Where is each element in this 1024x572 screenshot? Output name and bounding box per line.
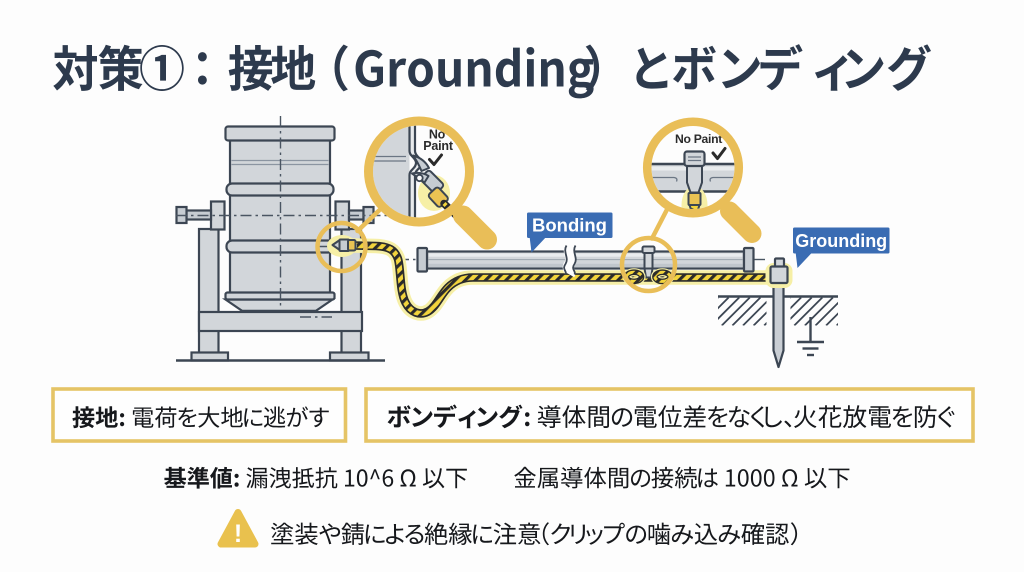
earth [718, 295, 838, 357]
hatch-line [718, 297, 740, 320]
lens-ring-right [642, 117, 744, 218]
hatch-line [790, 297, 802, 310]
earth-ground-symbol [797, 317, 824, 357]
hatch-line [790, 297, 813, 320]
lens-ring-left [364, 116, 474, 227]
hatch-line [836, 322, 838, 326]
no-paint-note-line2: Paint [423, 139, 454, 153]
hatch-line [814, 301, 838, 326]
drum-clip [327, 235, 357, 257]
hatch-line [731, 297, 762, 326]
drum-clip-sleeve [347, 239, 357, 252]
grounding-tag-label: Grounding [795, 231, 887, 251]
criteria-1-bold-glyphs [164, 466, 239, 489]
grounding-tag: Grounding [793, 227, 890, 268]
bonding-cable [346, 238, 775, 321]
callout-connector-right [649, 208, 669, 241]
magnifier-pipe-clamp: No Paint [642, 117, 762, 243]
stand-post-left [197, 227, 220, 355]
pipe-break-mask [562, 242, 577, 278]
lens-clip-pivot [415, 173, 424, 183]
definition-box-grounding [51, 387, 348, 443]
highlight-ring-pipe-clamp [619, 235, 678, 294]
lens-clamp-body [686, 165, 703, 194]
stand-crossbar [197, 310, 364, 333]
lens-content-drum-clip [373, 125, 450, 218]
def-bonding-regular-glyphs [537, 405, 955, 428]
check-icon-left [428, 153, 443, 166]
ground-rod [772, 281, 785, 369]
hatch-line [721, 297, 751, 326]
lens-pipe-line-right [709, 176, 735, 182]
lens-clip-upper-jaw [412, 154, 430, 172]
ground-rod-assembly [765, 257, 793, 369]
criteria-2-regular-glyphs [514, 466, 850, 489]
criteria-line [164, 466, 850, 489]
pipe-flange-left [416, 246, 429, 273]
pipe-break-line-left [563, 245, 568, 275]
warning-exclamation: ! [234, 520, 242, 548]
magnifier-drum-clip: No Paint [364, 116, 497, 250]
lens-handle-left [453, 205, 497, 250]
bonding-tag-tail [529, 236, 547, 253]
earth-hatch-left [718, 297, 767, 326]
definition-box-grounding-border [51, 387, 348, 443]
check-icon-right [711, 147, 727, 160]
lens-pipe-line-left [651, 176, 678, 182]
stand-cradle [221, 298, 337, 312]
def-grounding-bold-glyphs [72, 406, 125, 429]
title-glyphs [53, 44, 932, 99]
hatch-line [742, 300, 767, 326]
def-grounding-regular-glyphs [132, 406, 329, 428]
rod-clamp [769, 265, 789, 285]
bonding-tag: Bonding [527, 212, 613, 253]
lens-content-pipe-clamp [651, 150, 735, 209]
pipe-highlight [428, 253, 743, 257]
earth-hatch-lines-left [718, 297, 767, 326]
hatch-line [752, 311, 767, 326]
warning-triangle-icon [217, 509, 259, 548]
callout-connector-left [355, 208, 382, 234]
lens-handle-right [720, 201, 762, 243]
hatch-line [718, 297, 730, 310]
pipe-shadow [428, 263, 743, 268]
bonding-tag-box [527, 212, 613, 238]
pipe [416, 242, 755, 278]
page-title [53, 44, 932, 99]
pipe-break-line-right [572, 245, 577, 275]
criteria-1-regular-glyphs [246, 467, 467, 489]
lens-clamp-ferrule [687, 192, 702, 206]
pipe-clamp-head [641, 245, 656, 254]
hatch-line [825, 312, 838, 326]
def-bonding-bold-glyphs [387, 404, 530, 429]
grounding-tag-tail [795, 251, 813, 268]
pipe-clamp [641, 245, 656, 279]
title-glyph-layer [53, 44, 932, 99]
warning-regular-glyphs [271, 522, 798, 546]
hatch-line [718, 297, 719, 299]
definition-box-bonding [364, 387, 975, 443]
centerlines [176, 116, 769, 318]
cable-core [351, 242, 770, 316]
no-paint-note-right: No Paint [675, 132, 722, 146]
pipe-flange-right [742, 246, 755, 273]
highlight-ring-drum-clip [315, 220, 368, 274]
lens-clamp-block [683, 150, 706, 168]
bonding-tag-label: Bonding [532, 215, 607, 236]
warning-line: ! [217, 509, 798, 548]
hatch-line [793, 297, 823, 326]
grounding-tag-box [793, 227, 890, 254]
